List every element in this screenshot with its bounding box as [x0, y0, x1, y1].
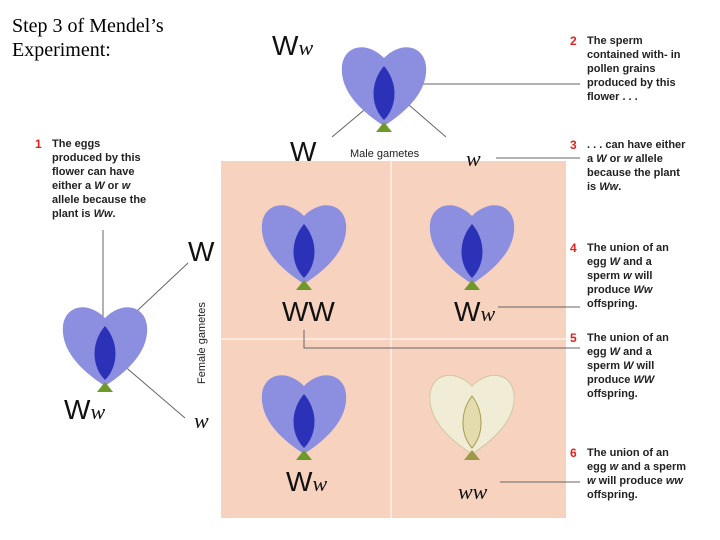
slide-title: Step 3 of Mendel’s Experiment:	[12, 15, 164, 61]
offspring-genotype-top-right: Ww	[454, 296, 496, 327]
male-gametes-label: Male gametes	[350, 148, 420, 160]
offspring-genotype-bottom-left: Ww	[286, 466, 328, 497]
male-parent-genotype: Ww	[272, 30, 314, 61]
male-gamete-recessive: w	[466, 146, 481, 171]
offspring-flower-ww-top-right	[429, 205, 515, 290]
note-4-text: The union of an egg W and a sperm w will…	[587, 242, 669, 310]
offspring-flower-ww-uppercase	[261, 205, 347, 290]
offspring-flower-ww-lowercase	[429, 374, 515, 460]
note-1-text: The eggs produced by this flower can hav…	[52, 138, 147, 220]
offspring-genotype-bottom-right: ww	[458, 479, 488, 504]
female-gamete-recessive: w	[194, 408, 209, 433]
male-gamete-dominant: W	[290, 136, 317, 167]
note-5-text: The union of an egg W and a sperm W will…	[587, 332, 669, 400]
note-6-text: The union of an egg w and a sperm w will…	[587, 447, 687, 501]
female-parent-genotype: Ww	[64, 394, 106, 425]
note-3: 3. . . can have either a W or w allele b…	[570, 138, 686, 193]
offspring-genotype-top-left: WW	[282, 296, 335, 327]
note-3-text: . . . can have either a W or w allele be…	[587, 139, 686, 193]
female-parent-flower	[62, 307, 148, 392]
punnett-divider-horizontal	[221, 338, 566, 340]
note-2-text: The sperm contained with- in pollen grai…	[587, 35, 681, 103]
male-parent-flower	[341, 47, 427, 132]
offspring-flower-ww-bottom-left	[261, 375, 347, 460]
female-gamete-dominant: W	[188, 236, 215, 267]
female-gametes-label: Female gametes	[196, 302, 208, 384]
